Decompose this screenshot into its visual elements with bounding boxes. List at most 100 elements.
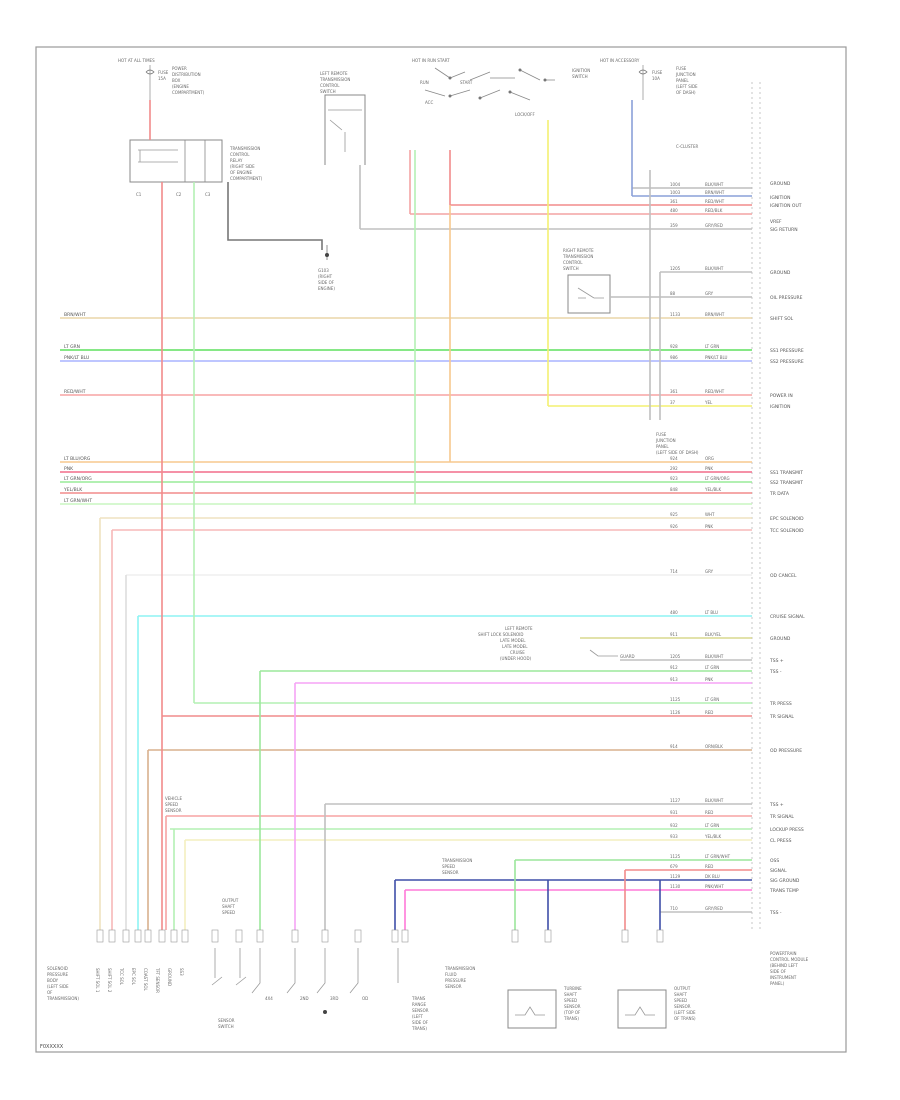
pin-label: OD PRESSURE xyxy=(770,748,802,754)
svg-text:ACC: ACC xyxy=(425,100,433,105)
pin-label: IGNITION xyxy=(770,195,791,201)
speed-sensor-cluster: VEHICLE SPEED SENSOR TRANSMISSION SPEED … xyxy=(165,796,472,875)
pcm-label: POWERTRAIN CONTROL MODULE (BEHIND LEFT S… xyxy=(770,951,809,986)
svg-text:TRANSMISSION: TRANSMISSION xyxy=(562,254,593,259)
svg-text:TURBINE: TURBINE xyxy=(563,986,582,991)
svg-text:(LEFT SIDE: (LEFT SIDE xyxy=(676,84,698,89)
svg-text:1133: 1133 xyxy=(670,312,681,317)
svg-text:RANGE: RANGE xyxy=(412,1002,426,1007)
svg-text:COAST SOL: COAST SOL xyxy=(143,968,148,992)
svg-text:(RIGHT: (RIGHT xyxy=(318,274,333,279)
top-label-hot-at-all-times: HOT AT ALL TIMES xyxy=(118,58,155,63)
svg-text:1130: 1130 xyxy=(670,884,681,889)
svg-text:VEHICLE: VEHICLE xyxy=(165,796,182,801)
left-wire-label: LT GRN/WHT xyxy=(64,498,92,504)
svg-text:(UNDER HOOD): (UNDER HOOD) xyxy=(500,656,532,661)
left-wire-label: BRN/WHT xyxy=(64,312,86,318)
pin-label: SIG RETURN xyxy=(770,227,798,233)
svg-text:OD: OD xyxy=(362,996,368,1001)
svg-text:C3: C3 xyxy=(205,192,211,197)
svg-text:2ND: 2ND xyxy=(300,996,309,1001)
svg-text:BLK/WHT: BLK/WHT xyxy=(705,798,724,803)
svg-text:GROUND: GROUND xyxy=(167,968,172,986)
svg-text:SHIFT SOL 2: SHIFT SOL 2 xyxy=(107,968,112,993)
left-wire-label: RED/WHT xyxy=(64,389,86,395)
svg-text:3RD: 3RD xyxy=(330,996,338,1001)
svg-text:SPEED: SPEED xyxy=(564,998,577,1003)
svg-text:SENSOR: SENSOR xyxy=(165,808,182,813)
svg-text:FUSE: FUSE xyxy=(652,70,663,75)
svg-text:ORN/BLK: ORN/BLK xyxy=(705,744,723,749)
svg-text:TRANS): TRANS) xyxy=(411,1026,427,1031)
svg-text:CONTROL: CONTROL xyxy=(320,83,340,88)
transmission-control-relay: C1 C2 C3 xyxy=(129,139,223,197)
pin-label: SS2 PRESSURE xyxy=(770,359,804,365)
pin-label: CL PRESS xyxy=(770,838,792,844)
horizontal-wires xyxy=(60,187,752,913)
svg-text:FUSE: FUSE xyxy=(656,432,667,437)
svg-text:SPEED: SPEED xyxy=(674,998,687,1003)
svg-text:SWITCH: SWITCH xyxy=(320,89,336,94)
cruise-text-cluster: LEFT REMOTE SHIFT LOCK SOLENOID LATE MOD… xyxy=(478,626,635,661)
svg-text:SENSOR: SENSOR xyxy=(442,870,459,875)
svg-text:BRN/WHT: BRN/WHT xyxy=(705,190,725,195)
svg-text:ENGINE): ENGINE) xyxy=(318,286,335,291)
left-wire-label: LT BLU/ORG xyxy=(64,456,91,462)
fuse-top-left: FUSE 15A xyxy=(145,65,169,100)
svg-text:LATE MODEL: LATE MODEL xyxy=(500,638,526,643)
svg-text:RELAY: RELAY xyxy=(230,158,243,163)
svg-text:LT GRN/WHT: LT GRN/WHT xyxy=(705,854,731,859)
svg-text:292: 292 xyxy=(670,466,678,471)
svg-text:OF DASH): OF DASH) xyxy=(676,90,696,95)
svg-text:(LEFT: (LEFT xyxy=(412,1014,424,1019)
top-label-hot-in-accessory: HOT IN ACCESSORY xyxy=(600,58,640,63)
svg-text:DISTRIBUTION: DISTRIBUTION xyxy=(172,72,201,77)
svg-text:IGNITION: IGNITION xyxy=(572,68,590,73)
svg-text:RED/WHT: RED/WHT xyxy=(705,199,725,204)
svg-text:1003: 1003 xyxy=(670,190,681,195)
left-switch-text-cluster: LEFT REMOTE TRANSMISSION CONTROL SWITCH xyxy=(319,71,350,94)
pin-label: SIG GROUND xyxy=(770,878,800,884)
svg-text:SENSOR: SENSOR xyxy=(412,1008,429,1013)
pin-label: POWER IN xyxy=(770,393,793,399)
fuse-top-right: FUSE 10A xyxy=(638,65,663,100)
svg-text:925: 925 xyxy=(670,512,678,517)
svg-text:(ENGINE: (ENGINE xyxy=(172,84,189,89)
svg-text:SHIFT SOL 1: SHIFT SOL 1 xyxy=(95,968,100,993)
svg-text:1129: 1129 xyxy=(670,874,681,879)
svg-text:PANEL): PANEL) xyxy=(770,981,785,986)
pressure-switch: OUTPUT SHAFT SPEED SENSOR SWITCH xyxy=(211,898,247,1029)
svg-text:GUARD: GUARD xyxy=(620,654,635,659)
diagram-frame xyxy=(35,46,847,1053)
sensor-tss: TURBINE SHAFT SPEED SENSOR (TOP OF TRANS… xyxy=(507,986,582,1029)
pin-label: TR SIGNAL xyxy=(769,714,794,720)
svg-text:359: 359 xyxy=(670,223,678,228)
svg-text:SHIFT LOCK SOLENOID: SHIFT LOCK SOLENOID xyxy=(478,632,523,637)
svg-text:710: 710 xyxy=(670,906,678,911)
ignition-text-cluster: IGNITION SWITCH FUSE JUNCTION PANEL (LEF… xyxy=(572,66,698,149)
pin-label: TR PRESS xyxy=(769,701,792,707)
mid-switches: 4X4 2ND 3RD OD xyxy=(251,948,368,1014)
pin-label: TCC SOLENOID xyxy=(769,528,804,534)
fuse-lower-cluster: FUSE JUNCTION PANEL (LEFT SIDE OF DASH) xyxy=(655,432,699,455)
right-pin-labels: GROUND IGNITION IGNITION OUT VREF SIG RE… xyxy=(769,181,805,916)
svg-text:911: 911 xyxy=(670,632,678,637)
solenoid-body: SOLENOID PRESSURE BODY (LEFT SIDE OF TRA… xyxy=(46,966,184,1001)
svg-text:1125: 1125 xyxy=(670,854,681,859)
svg-text:SENSOR: SENSOR xyxy=(674,1004,691,1009)
svg-text:G103: G103 xyxy=(318,268,329,273)
top-label-hot-in-run-start: HOT IN RUN START xyxy=(412,58,450,63)
svg-text:88: 88 xyxy=(670,291,676,296)
pin-label: LOCKUP PRESS xyxy=(770,827,804,833)
svg-text:(RIGHT SIDE: (RIGHT SIDE xyxy=(230,164,255,169)
pin-label: GROUND xyxy=(770,270,791,276)
vertical-wires xyxy=(99,100,661,930)
svg-text:COMPARTMENT): COMPARTMENT) xyxy=(230,176,263,181)
svg-text:PNK: PNK xyxy=(705,466,713,471)
svg-text:JUNCTION: JUNCTION xyxy=(655,438,676,443)
svg-text:480: 480 xyxy=(670,208,678,213)
pin-label: OIL PRESSURE xyxy=(770,295,803,301)
svg-text:LEFT REMOTE: LEFT REMOTE xyxy=(320,71,348,76)
svg-text:679: 679 xyxy=(670,864,678,869)
